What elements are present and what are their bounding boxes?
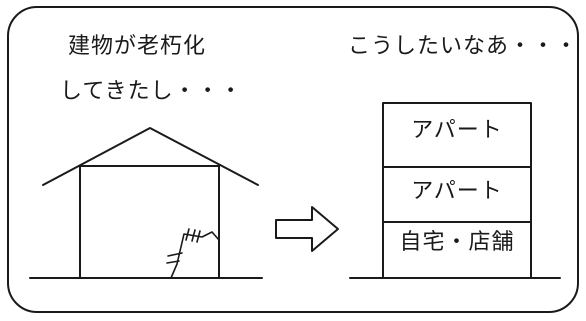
- caption-current-line-1: 建物が老朽化: [68, 34, 207, 59]
- caption-wish: こうしたいなあ・・・: [348, 34, 579, 59]
- building-outline: [382, 102, 532, 279]
- floor-label-bottom: 自宅・店舗: [399, 230, 515, 255]
- floor-label-middle: アパート: [411, 179, 503, 204]
- caption-current-line-2: してきたし・・・: [60, 79, 243, 104]
- wall-crack: [166, 228, 220, 279]
- floor-label-top: アパート: [411, 118, 503, 143]
- illustration-frame: [7, 6, 579, 313]
- transition-arrow: [275, 206, 339, 252]
- old-house: [29, 127, 263, 279]
- house-roof: [42, 127, 259, 186]
- new-building: [349, 102, 561, 279]
